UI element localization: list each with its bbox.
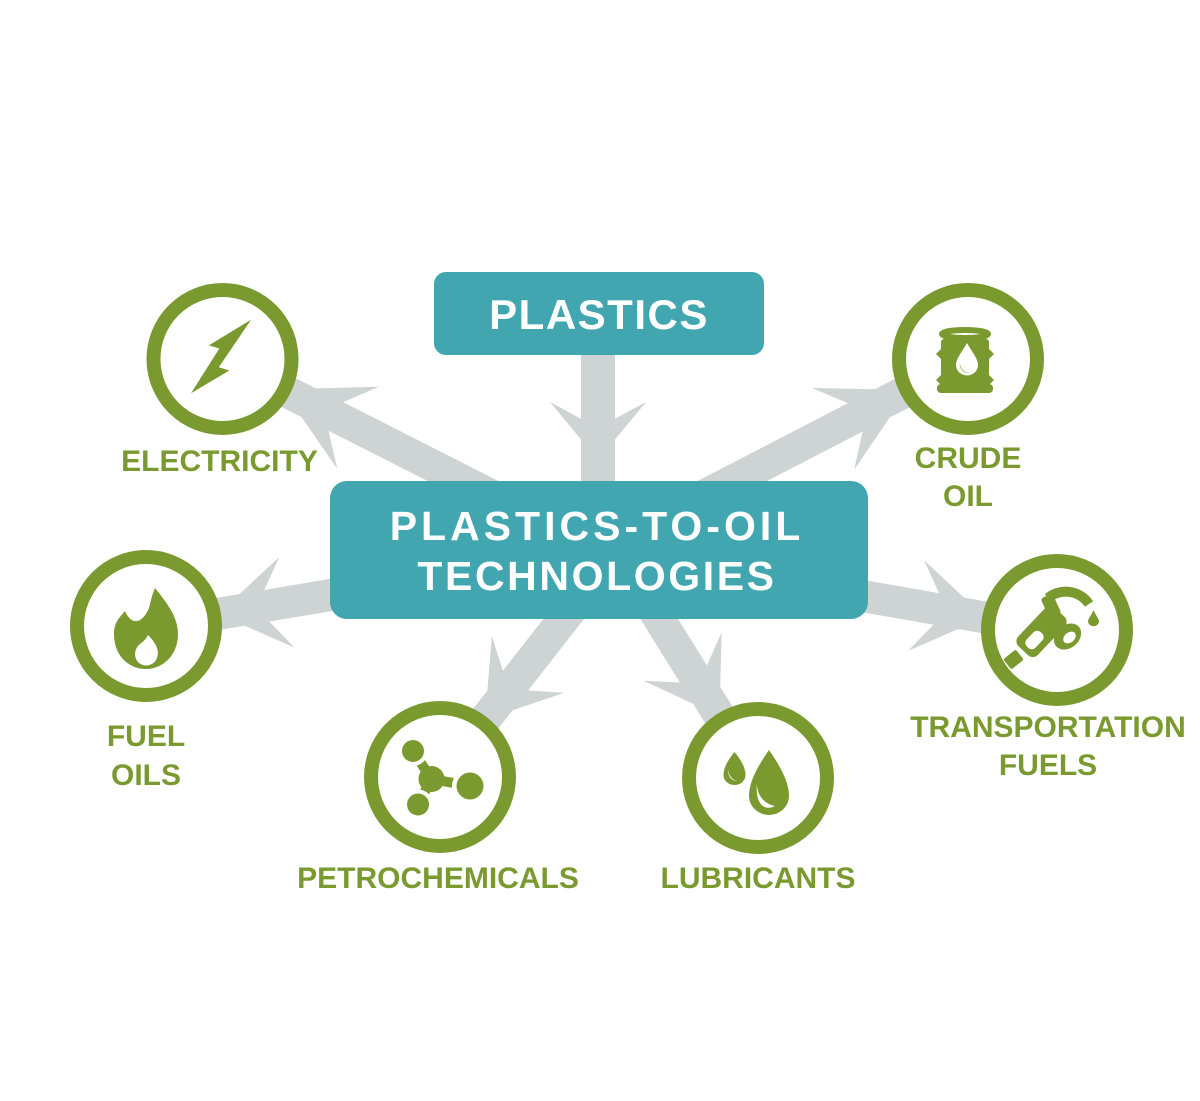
svg-text:CRUDE: CRUDE [915, 442, 1022, 475]
svg-text:FUELS: FUELS [999, 749, 1097, 782]
svg-text:PLASTICS-TO-OIL: PLASTICS-TO-OIL [390, 503, 805, 549]
svg-text:TRANSPORTATION: TRANSPORTATION [910, 711, 1186, 744]
svg-text:TECHNOLOGIES: TECHNOLOGIES [417, 553, 776, 599]
svg-text:OILS: OILS [111, 759, 181, 792]
svg-text:PETROCHEMICALS: PETROCHEMICALS [297, 862, 579, 895]
svg-text:ELECTRICITY: ELECTRICITY [121, 445, 318, 478]
svg-text:LUBRICANTS: LUBRICANTS [661, 862, 856, 895]
svg-text:PLASTICS: PLASTICS [489, 291, 709, 338]
svg-text:FUEL: FUEL [107, 720, 185, 753]
svg-text:OIL: OIL [943, 480, 993, 513]
